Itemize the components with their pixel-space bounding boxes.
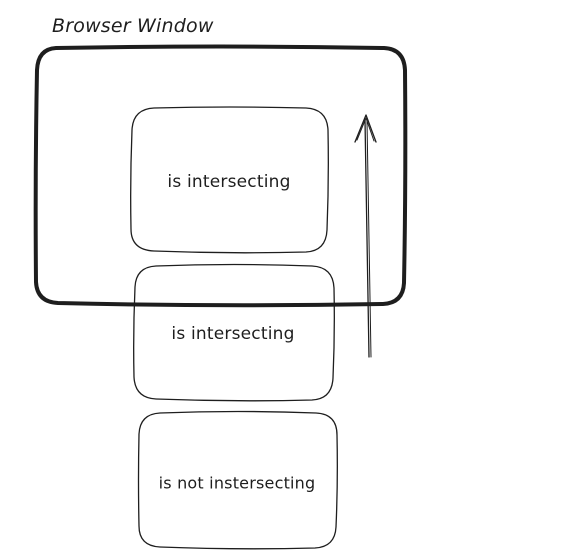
element-box-3: [137, 410, 338, 550]
element-box-2: [133, 263, 335, 402]
element-box-1-label: is intersecting: [167, 172, 291, 192]
browser-window-frame: [33, 44, 408, 308]
element-box-2-label: is intersecting: [171, 324, 295, 344]
browser-window-label: Browser Window: [52, 15, 214, 37]
arrow-up-icon: [354, 114, 377, 358]
element-box-1: [130, 106, 329, 254]
element-box-3-label: is not instersecting: [158, 473, 316, 493]
